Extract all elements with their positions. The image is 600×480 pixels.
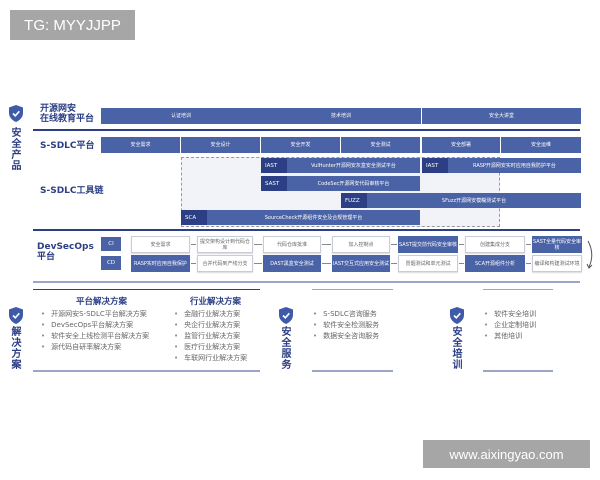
divider [312, 289, 393, 290]
pipeline-step: 编译和构建测试环境 [532, 255, 582, 272]
platform-solutions-list: 开源网安S-SDLC平台解决方案DevSecOps平台解决方案软件安全上线检测平… [41, 309, 149, 353]
list-item: 软件安全培训 [484, 309, 536, 320]
pipeline-step: 代码仓库批准 [263, 236, 321, 253]
pipeline-tag-cd: CD [101, 256, 121, 270]
tool-tag: SAST [261, 176, 287, 191]
divider [33, 281, 580, 283]
connector [322, 244, 331, 245]
divider [33, 129, 580, 131]
list-item: 金融行业解决方案 [174, 309, 247, 320]
divider [483, 289, 553, 290]
pipeline-step: 创建集成分支 [465, 236, 525, 253]
list-item: DevSecOps平台解决方案 [41, 320, 149, 331]
list-item: 开源网安S-SDLC平台解决方案 [41, 309, 149, 320]
pipeline-step: 冒烟测试和单元测试 [398, 255, 458, 272]
list-item: 央企行业解决方案 [174, 320, 247, 331]
industry-solutions-title: 行业解决方案 [190, 297, 242, 307]
platform-solutions-title: 平台解决方案 [76, 297, 128, 307]
shield-check-icon [450, 307, 464, 324]
sdlc-phase: 安全设计 [181, 137, 260, 153]
pipeline-step: SAST全量代码安全审核 [532, 236, 582, 253]
connector [391, 263, 397, 264]
connector [322, 263, 331, 264]
divider [33, 229, 580, 231]
tool-bar: RASP开源网安实时应用自我防护平台 [422, 158, 581, 173]
tool-tag: SCA [181, 210, 207, 225]
section-label-services: 安全服务 [281, 327, 292, 371]
watermark-top: TG: MYYJJPP [10, 10, 135, 40]
section-label-solutions: 解决方案 [11, 327, 22, 371]
list-item: 数据安全咨询服务 [313, 331, 379, 342]
list-item: 企业定制培训 [484, 320, 536, 331]
divider [33, 370, 260, 372]
tool-tag: IAST [422, 158, 448, 173]
list-item: 源代码自研率解决方案 [41, 342, 149, 353]
tool-bar: SFuzz开源网安模糊测试平台 [341, 193, 581, 208]
list-item: 医疗行业解决方案 [174, 342, 247, 353]
sdlc-phase: 安全需求 [101, 137, 180, 153]
connector [191, 263, 196, 264]
list-item: 软件安全上线检测平台解决方案 [41, 331, 149, 342]
education-item: 安全大讲堂 [422, 108, 581, 124]
tool-bar: CodeSec开源网安代码审核平台 [261, 176, 420, 191]
list-item: 监管行业解决方案 [174, 331, 247, 342]
connector [391, 244, 397, 245]
shield-check-icon [279, 307, 293, 324]
pipeline-step: 合并代码到产线分支 [197, 255, 253, 272]
loop-arrow-icon [586, 240, 596, 270]
connector [459, 244, 464, 245]
divider [312, 370, 393, 372]
divider [483, 370, 553, 372]
pipeline-step: 安全需求 [131, 236, 190, 253]
list-item: S-SDLC咨询服务 [313, 309, 379, 320]
services-list: S-SDLC咨询服务软件安全检测服务数据安全咨询服务 [313, 309, 379, 342]
sdlc-phase: 安全运维 [501, 137, 581, 153]
sdlc-label: S-SDLC平台 [40, 141, 95, 151]
pipeline-step: 加入控制点 [332, 236, 390, 253]
tool-tag: FUZZ [341, 193, 367, 208]
training-list: 软件安全培训企业定制培训其他培训 [484, 309, 536, 342]
list-item: 软件安全检测服务 [313, 320, 379, 331]
pipeline-tag-ci: CI [101, 237, 121, 251]
watermark-bottom: www.aixingyao.com [423, 440, 590, 468]
connector [526, 263, 531, 264]
shield-check-icon [9, 307, 23, 324]
devsecops-label: DevSecOps平台 [37, 242, 94, 263]
tool-tag: IAST [261, 158, 287, 173]
section-label-products: 安全产品 [11, 128, 22, 172]
list-item: 车联网行业解决方案 [174, 353, 247, 364]
education-label: 开源网安 在线教育平台 [40, 104, 95, 125]
sdlc-phase: 安全测试 [341, 137, 420, 153]
pipeline-step: SAST提交前代码安全审核 [398, 236, 458, 253]
tool-bar: SourceCheck开源组件安全及合规管理平台 [181, 210, 420, 225]
tool-bar: VulHunter开源网安灰盒安全测试平台 [261, 158, 420, 173]
connector [191, 244, 196, 245]
pipeline-step: IAST交互式应用安全测试 [332, 255, 390, 272]
connector [254, 244, 262, 245]
connector [526, 244, 531, 245]
toolchain-label: S-SDLC工具链 [40, 186, 104, 196]
pipeline-step: SCA开源组件分析 [465, 255, 525, 272]
sdlc-phase: 安全部署 [422, 137, 500, 153]
sdlc-phase: 安全开发 [261, 137, 340, 153]
connector [254, 263, 262, 264]
divider [33, 289, 260, 290]
list-item: 其他培训 [484, 331, 536, 342]
education-item: 认证培训 [101, 108, 261, 124]
connector [459, 263, 464, 264]
education-item: 技术培训 [261, 108, 421, 124]
pipeline-step: 提交架构设计到代码仓库 [197, 236, 253, 253]
section-label-training: 安全培训 [452, 327, 463, 371]
pipeline-step: DAST黑盒安全测试 [263, 255, 321, 272]
pipeline-step: RASP实时应用自我保护 [131, 255, 190, 272]
shield-check-icon [9, 105, 23, 122]
industry-solutions-list: 金融行业解决方案央企行业解决方案监管行业解决方案医疗行业解决方案车联网行业解决方… [174, 309, 247, 364]
